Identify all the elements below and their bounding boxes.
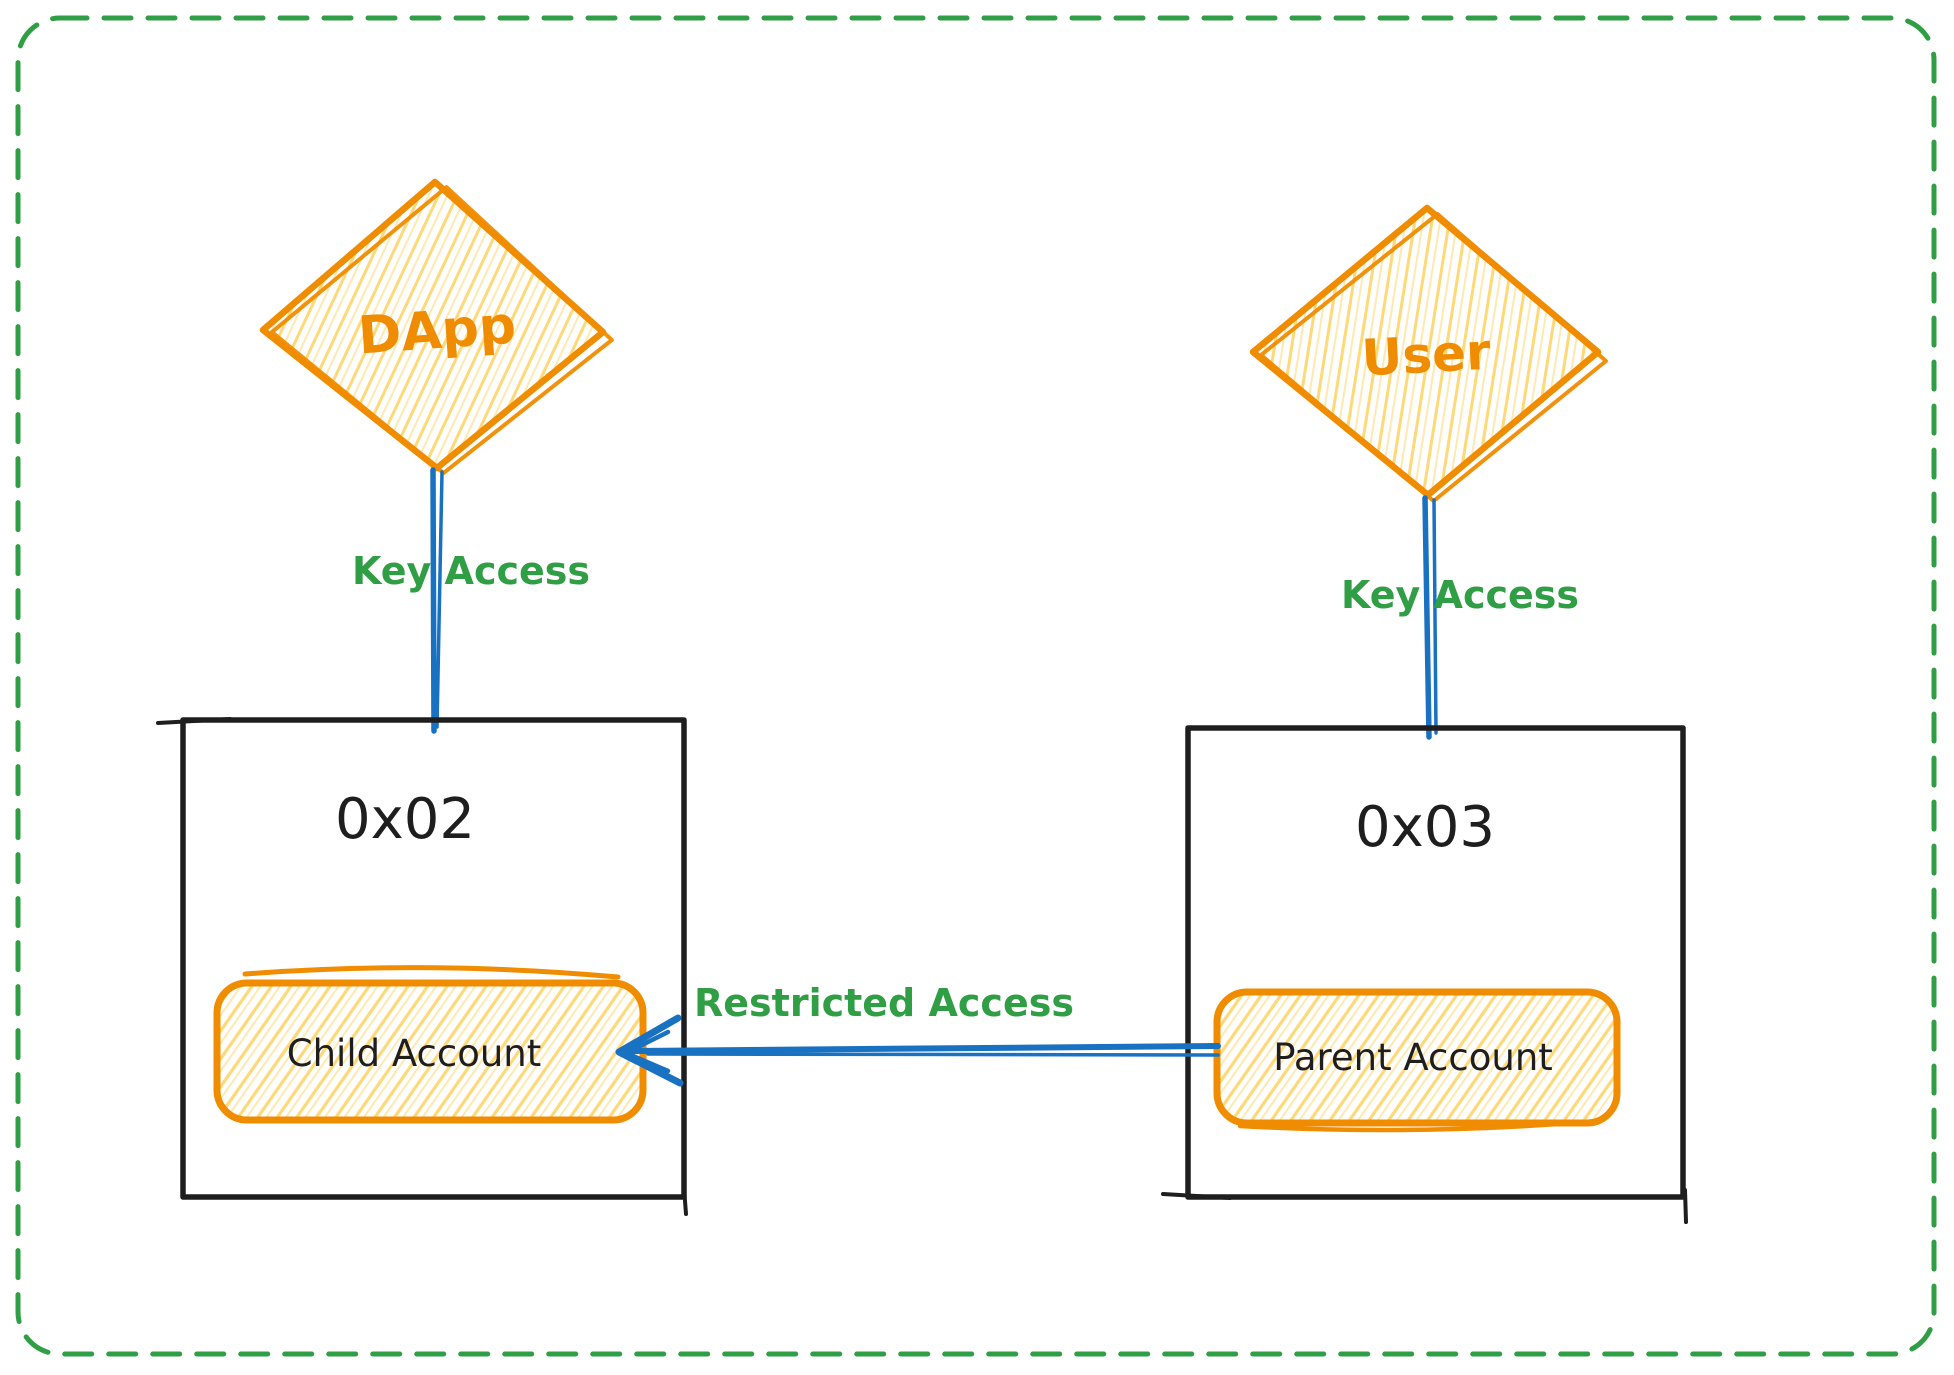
box-0x02: 0x02 [156, 717, 688, 1216]
canvas-border [15, 15, 1937, 1357]
box-0x03: 0x03 [1161, 725, 1688, 1224]
user-key-connector [1422, 495, 1438, 740]
box-0x02-label: 0x02 [335, 787, 475, 852]
key-access-label-left: Key Access [352, 549, 590, 593]
parent-account-label: Parent Account [1273, 1036, 1553, 1079]
key-access-label-right: Key Access [1341, 573, 1579, 617]
dapp-key-connector [430, 467, 444, 734]
child-account-label: Child Account [287, 1032, 541, 1075]
child-account-box: Child Account [213, 965, 647, 1124]
user-diamond: User [1249, 204, 1608, 504]
parent-account-box: Parent Account [1213, 988, 1621, 1133]
box-0x03-label: 0x03 [1355, 795, 1495, 860]
restricted-access-label: Restricted Access [694, 981, 1074, 1025]
dapp-diamond: DApp [259, 178, 614, 476]
user-label: User [1360, 323, 1492, 388]
restricted-access-arrow [615, 1014, 1221, 1087]
dapp-label: DApp [356, 296, 518, 367]
